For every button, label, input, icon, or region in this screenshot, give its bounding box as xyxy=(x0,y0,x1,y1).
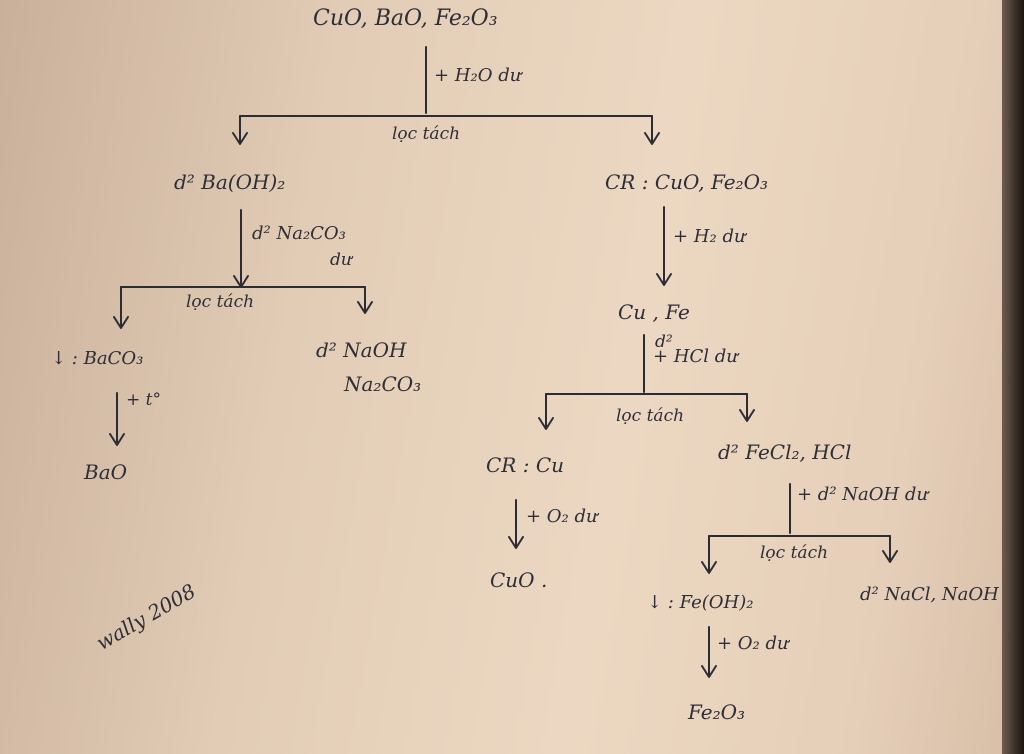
add-naoh-label: + d² NaOH dư xyxy=(797,484,929,505)
filter-label-4: lọc tách xyxy=(760,543,829,563)
solution-naoh: d² NaOH xyxy=(316,338,407,362)
product-cuo: CuO . xyxy=(490,568,548,592)
arrowhead xyxy=(508,536,524,549)
solution-nacl-naoh: d² NaCl, NaOH xyxy=(860,584,999,605)
add-water-label: + H₂O dư xyxy=(434,65,522,86)
arrowhead xyxy=(357,301,373,314)
product-bao: BaO xyxy=(84,460,128,484)
left-solution-baoh2: d² Ba(OH)₂ xyxy=(174,170,286,194)
precipitate-feoh2: ↓ : Fe(OH)₂ xyxy=(647,592,754,613)
starting-mixture: CuO, BaO, Fe₂O₃ xyxy=(313,6,498,31)
arrowhead xyxy=(701,561,717,574)
arrowhead xyxy=(739,409,755,422)
metals-cu-fe: Cu , Fe xyxy=(618,300,690,324)
dark-page-edge xyxy=(1002,0,1024,754)
arrowhead xyxy=(538,417,554,430)
solution-na2co3: Na₂CO₃ xyxy=(344,372,422,396)
right-solid-cuo-fe2o3: CR : CuO, Fe₂O₃ xyxy=(605,170,768,194)
solution-fecl2-hcl: d² FeCl₂, HCl xyxy=(718,440,852,464)
heat-label: + t° xyxy=(126,390,161,410)
arrowhead xyxy=(109,433,125,446)
arrowhead xyxy=(113,316,129,329)
arrowhead xyxy=(656,273,672,286)
add-o2-label-2: + O₂ dư xyxy=(717,633,789,654)
filter-label-1: lọc tách xyxy=(392,124,461,144)
add-hcl-label: + HCl dư xyxy=(653,346,738,367)
add-na2co3-excess: dư xyxy=(330,250,352,270)
add-hcl-label-top: d² xyxy=(655,332,673,352)
add-h2-label: + H₂ dư xyxy=(673,226,746,247)
arrowhead xyxy=(882,550,898,563)
product-fe2o3: Fe₂O₃ xyxy=(688,700,746,724)
filter-label-2: lọc tách xyxy=(186,292,255,312)
arrowhead xyxy=(701,665,717,678)
arrowhead xyxy=(644,132,660,145)
precipitate-baco3: ↓ : BaCO₃ xyxy=(51,348,144,369)
solid-cu: CR : Cu xyxy=(486,453,564,477)
arrowhead xyxy=(232,132,248,145)
filter-label-3: lọc tách xyxy=(616,406,685,426)
add-o2-label-1: + O₂ dư xyxy=(526,506,598,527)
add-na2co3-label: d² Na₂CO₃ xyxy=(252,223,346,244)
